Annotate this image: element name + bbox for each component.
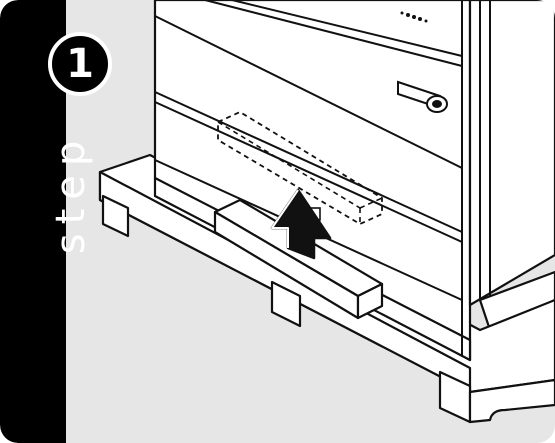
appliance-side [468, 0, 555, 307]
pallet-slat-right [478, 270, 555, 332]
pallet-end-block [468, 378, 555, 424]
arrow-up-icon [270, 188, 332, 260]
drawer-panel-line [154, 101, 463, 243]
pallet-foot-middle [270, 280, 302, 328]
step-label: step [48, 131, 94, 255]
vent-dots [400, 11, 428, 23]
panel-upper-line-2 [231, 0, 463, 57]
drawer-top-line [154, 15, 463, 169]
drawer-bottom-line [154, 91, 463, 233]
pallet-foot-left [101, 194, 130, 238]
step-number-badge: 1 [48, 32, 112, 96]
door-handle [397, 80, 448, 113]
panel-upper-line [204, 0, 463, 67]
